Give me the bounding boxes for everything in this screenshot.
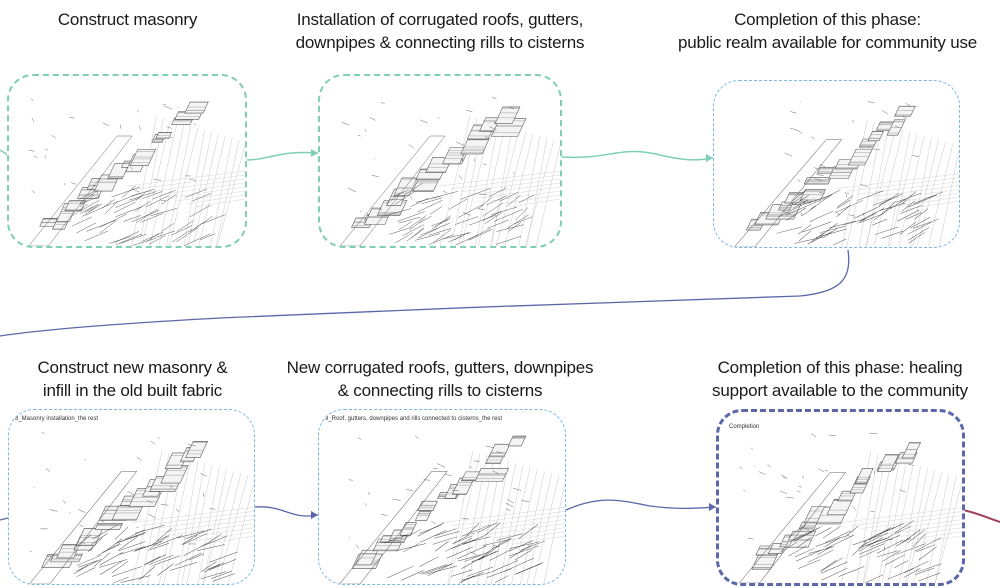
caption-line: Installation of corrugated roofs, gutter… — [296, 10, 584, 29]
caption-step-3: Completion of this phase: public realm a… — [655, 8, 1000, 54]
connector-step5-step6 — [565, 499, 717, 511]
caption-step-6: Completion of this phase: healing suppor… — [680, 356, 1000, 402]
caption-line: Completion of this phase: — [734, 10, 921, 29]
connector-step6-out — [961, 509, 1000, 523]
panel-step-2 — [318, 74, 562, 248]
arrowhead — [706, 154, 713, 162]
caption-line: New corrugated roofs, gutters, downpipes — [286, 358, 594, 377]
caption-step-1: Construct masonry — [0, 8, 255, 31]
arrowhead — [311, 511, 318, 519]
connector-step4-step5 — [254, 506, 319, 517]
caption-step-4: Construct new masonry & infill in the ol… — [0, 356, 265, 402]
panel-label: 8_Masonry installation_the rest — [15, 416, 99, 422]
caption-step-5: New corrugated roofs, gutters, downpipes… — [260, 356, 620, 402]
panel-step-4: 8_Masonry installation_the rest — [8, 409, 255, 585]
caption-line: infill in the old built fabric — [42, 381, 223, 400]
connector-step1-step2 — [244, 151, 319, 161]
panel-step-5: 9_Roof, gutters, downpipes and rills con… — [318, 409, 566, 585]
arrowhead — [709, 503, 716, 511]
sketch-image — [28, 98, 245, 246]
caption-step-2: Installation of corrugated roofs, gutter… — [255, 8, 625, 54]
connector-step3-step4 — [0, 249, 850, 337]
caption-line: downpipes & connecting rills to cisterns — [295, 33, 585, 52]
connector-into-step4 — [0, 517, 9, 521]
panel-step-1 — [7, 74, 247, 248]
sketch-image — [734, 101, 959, 247]
caption-line: public realm available for community use — [677, 33, 978, 52]
caption-line: Construct masonry — [57, 10, 198, 29]
panel-label: 9_Roof, gutters, downpipes and rills con… — [325, 416, 503, 422]
caption-line: Construct new masonry & — [37, 358, 228, 377]
sketch-image — [339, 435, 565, 584]
caption-line: & connecting rills to cisterns — [337, 381, 543, 400]
panel-step-3 — [713, 80, 960, 248]
arrowhead — [311, 149, 318, 157]
connector-step2-step3 — [561, 150, 714, 161]
caption-line: Completion of this phase: healing — [717, 358, 963, 377]
panel-step-6: Completion — [716, 409, 965, 586]
sketch-image — [738, 432, 962, 583]
caption-line: support available to the community — [712, 381, 968, 400]
sketch-image — [339, 97, 560, 246]
panel-label: Completion — [729, 424, 760, 430]
sketch-image — [29, 431, 254, 584]
